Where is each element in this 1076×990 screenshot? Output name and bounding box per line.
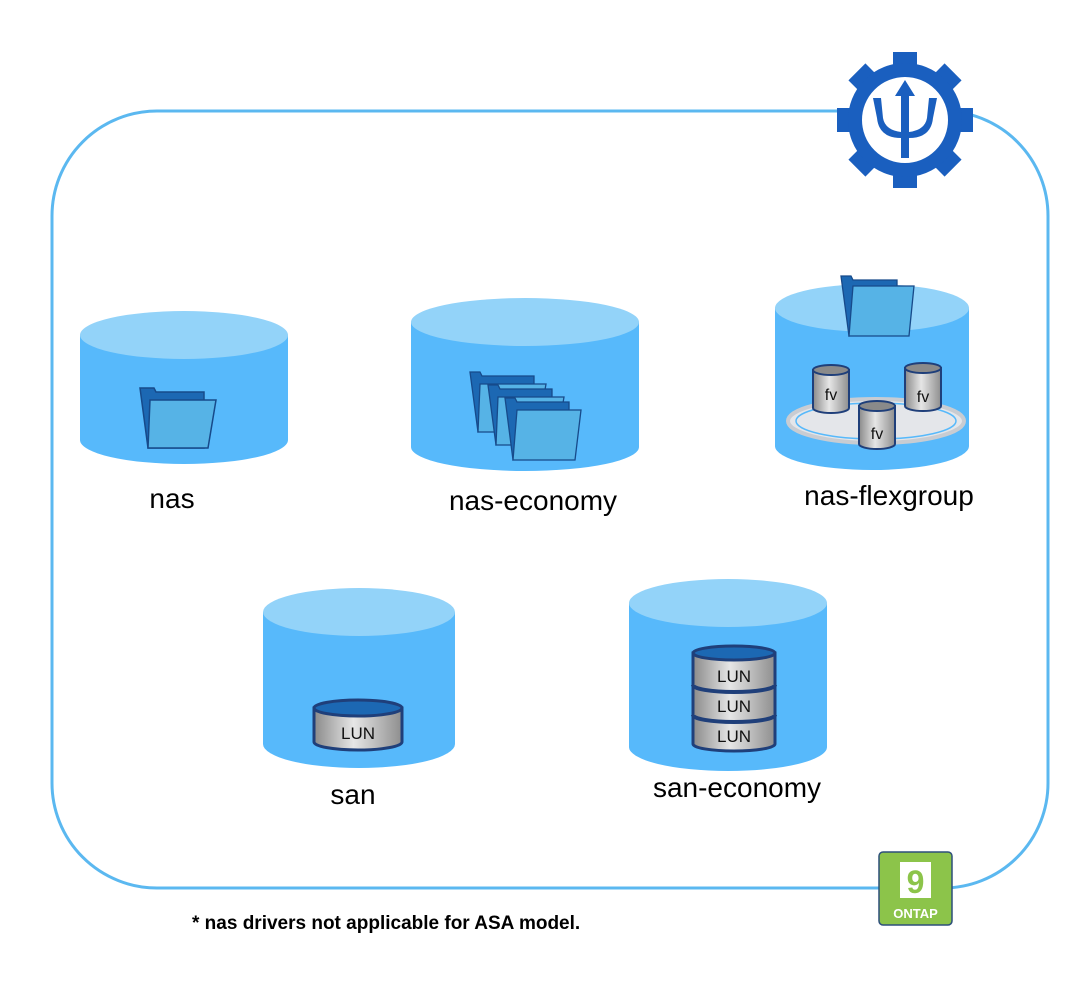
label-nas-flexgroup: nas-flexgroup <box>804 480 974 511</box>
driver-nas: nas <box>80 311 288 514</box>
folders-icon <box>469 371 582 461</box>
ontap-badge: 9 ONTAP <box>878 851 953 926</box>
trident-icon <box>873 80 937 158</box>
svg-text:LUN: LUN <box>717 727 751 746</box>
label-san-economy: san-economy <box>653 772 821 803</box>
container-border <box>50 109 1050 890</box>
svg-text:fv: fv <box>917 389 929 406</box>
label-nas-economy: nas-economy <box>449 485 617 516</box>
flexvol-3: fv <box>858 400 896 450</box>
lun-icon: LUN <box>312 698 404 752</box>
driver-nas-economy: nas-economy <box>411 298 639 516</box>
svg-text:LUN: LUN <box>717 667 751 686</box>
label-nas: nas <box>149 483 194 514</box>
flexvol-2: fv <box>904 362 942 412</box>
ontap-text: ONTAP <box>893 906 938 921</box>
ontap-version: 9 <box>907 864 925 900</box>
svg-text:fv: fv <box>871 426 883 443</box>
footnote: * nas drivers not applicable for ASA mod… <box>192 913 581 934</box>
driver-san: LUN san <box>263 588 455 810</box>
label-san: san <box>330 779 375 810</box>
svg-text:fv: fv <box>825 387 837 404</box>
trident-gear-logo <box>837 52 973 188</box>
folder-icon <box>840 275 915 337</box>
svg-text:LUN: LUN <box>341 724 375 743</box>
lun-stack-icon: LUN LUN LUN <box>691 644 777 753</box>
flexvol-1: fv <box>812 364 850 414</box>
svg-text:LUN: LUN <box>717 697 751 716</box>
driver-san-economy: LUN LUN LUN san-economy <box>629 579 827 803</box>
folder-icon <box>139 387 217 449</box>
driver-nas-flexgroup: fv fv fv nas-flexgroup <box>775 275 974 511</box>
